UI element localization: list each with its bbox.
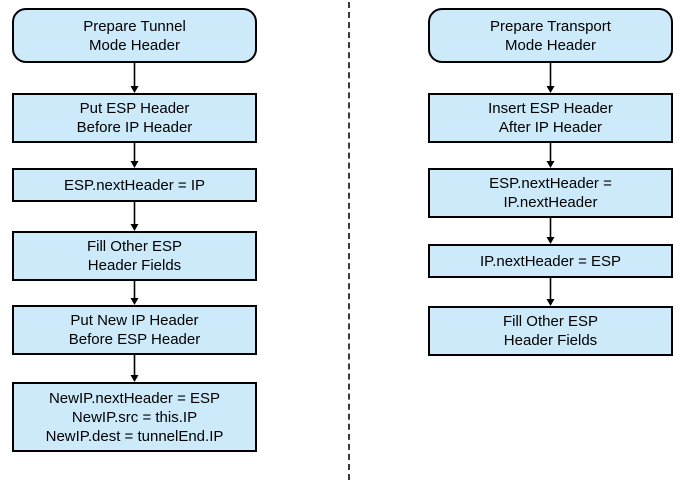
flowchart-node-tunnel-fill-other: Fill Other ESP Header Fields bbox=[12, 231, 257, 281]
flow-arrow-transport-arrow-1 bbox=[545, 63, 556, 93]
flowchart-node-transport-ip-nextheader: IP.nextHeader = ESP bbox=[428, 244, 673, 278]
vertical-dashed-separator bbox=[348, 2, 350, 480]
flowchart-node-tunnel-put-new-ip: Put New IP Header Before ESP Header bbox=[12, 305, 257, 355]
flowchart-node-tunnel-newip-fields: NewIP.nextHeader = ESP NewIP.src = this.… bbox=[12, 382, 257, 452]
flow-arrow-tunnel-arrow-3 bbox=[129, 202, 140, 231]
flow-arrow-tunnel-arrow-4 bbox=[129, 281, 140, 305]
flowchart-node-tunnel-esp-nextheader: ESP.nextHeader = IP bbox=[12, 168, 257, 202]
flowchart-node-tunnel-start: Prepare Tunnel Mode Header bbox=[12, 8, 257, 63]
flowchart-node-tunnel-put-esp: Put ESP Header Before IP Header bbox=[12, 93, 257, 143]
flowchart-node-transport-start: Prepare Transport Mode Header bbox=[428, 8, 673, 63]
flow-arrow-transport-arrow-3 bbox=[545, 218, 556, 244]
flowchart-node-transport-esp-nextheader: ESP.nextHeader = IP.nextHeader bbox=[428, 168, 673, 218]
flow-arrow-tunnel-arrow-1 bbox=[129, 63, 140, 93]
flow-arrow-transport-arrow-4 bbox=[545, 278, 556, 306]
flow-arrow-transport-arrow-2 bbox=[545, 143, 556, 168]
flowchart-node-transport-insert-esp: Insert ESP Header After IP Header bbox=[428, 93, 673, 143]
flow-arrow-tunnel-arrow-5 bbox=[129, 355, 140, 382]
flowchart-node-transport-fill-other: Fill Other ESP Header Fields bbox=[428, 306, 673, 356]
flow-arrow-tunnel-arrow-2 bbox=[129, 143, 140, 168]
